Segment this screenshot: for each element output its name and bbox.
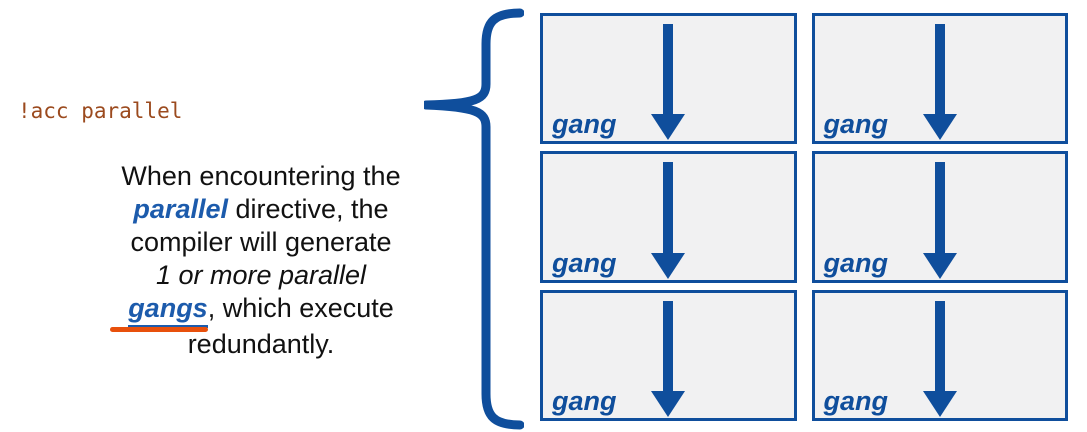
description-segment: , which execute: [207, 293, 394, 323]
arrow-shaft: [934, 24, 945, 117]
description-segment: directive, the: [227, 194, 389, 224]
gang-label: gang: [823, 385, 889, 416]
keyword-gangs: gangs: [110, 292, 208, 332]
orange-marker-line: [110, 327, 208, 332]
description-segment: When encountering the: [121, 161, 401, 191]
gang-box: gang: [540, 289, 797, 421]
description-line-3: compiler will generate: [49, 226, 473, 259]
description-line-2: parallel directive, the: [49, 193, 473, 226]
acc-parallel-code-label: !acc parallel: [18, 99, 183, 123]
gang-grid: gang gang gang gang: [540, 13, 1068, 421]
arrow-head: [922, 390, 957, 417]
gang-box: gang: [811, 13, 1068, 145]
down-arrow-icon: [651, 300, 686, 417]
arrow-head: [651, 114, 686, 141]
curly-brace-icon: [424, 8, 524, 430]
gang-box: gang: [811, 289, 1068, 421]
arrow-shaft: [663, 300, 674, 393]
keyword-gangs-text: gangs: [128, 293, 208, 323]
description-segment-italic: 1 or more parallel: [155, 260, 367, 290]
gang-box: gang: [540, 13, 797, 145]
arrow-head: [651, 390, 686, 417]
keyword-parallel: parallel: [133, 194, 228, 224]
down-arrow-icon: [922, 300, 957, 417]
arrow-shaft: [934, 162, 945, 255]
arrow-shaft: [934, 300, 945, 393]
description-line-4: 1 or more parallel: [49, 259, 473, 292]
arrow-head: [922, 252, 957, 279]
arrow-head: [922, 114, 957, 141]
down-arrow-icon: [922, 162, 957, 279]
gang-box: gang: [811, 151, 1068, 283]
gang-label: gang: [552, 385, 617, 416]
gang-label: gang: [823, 109, 889, 140]
arrow-head: [651, 252, 686, 279]
down-arrow-icon: [922, 24, 957, 141]
arrow-shaft: [663, 162, 674, 255]
arrow-shaft: [663, 24, 674, 117]
down-arrow-icon: [651, 162, 686, 279]
down-arrow-icon: [651, 24, 686, 141]
description-text: When encountering the parallel directive…: [49, 160, 473, 361]
gang-label: gang: [823, 247, 889, 278]
description-line-5: gangs, which execute: [49, 292, 473, 332]
description-line-6: redundantly.: [49, 328, 473, 361]
gang-label: gang: [552, 109, 617, 140]
description-segment: compiler will generate: [130, 227, 392, 257]
description-segment: redundantly.: [187, 329, 335, 359]
gang-label: gang: [552, 247, 617, 278]
description-line-1: When encountering the: [49, 160, 473, 193]
gang-box: gang: [540, 151, 797, 283]
